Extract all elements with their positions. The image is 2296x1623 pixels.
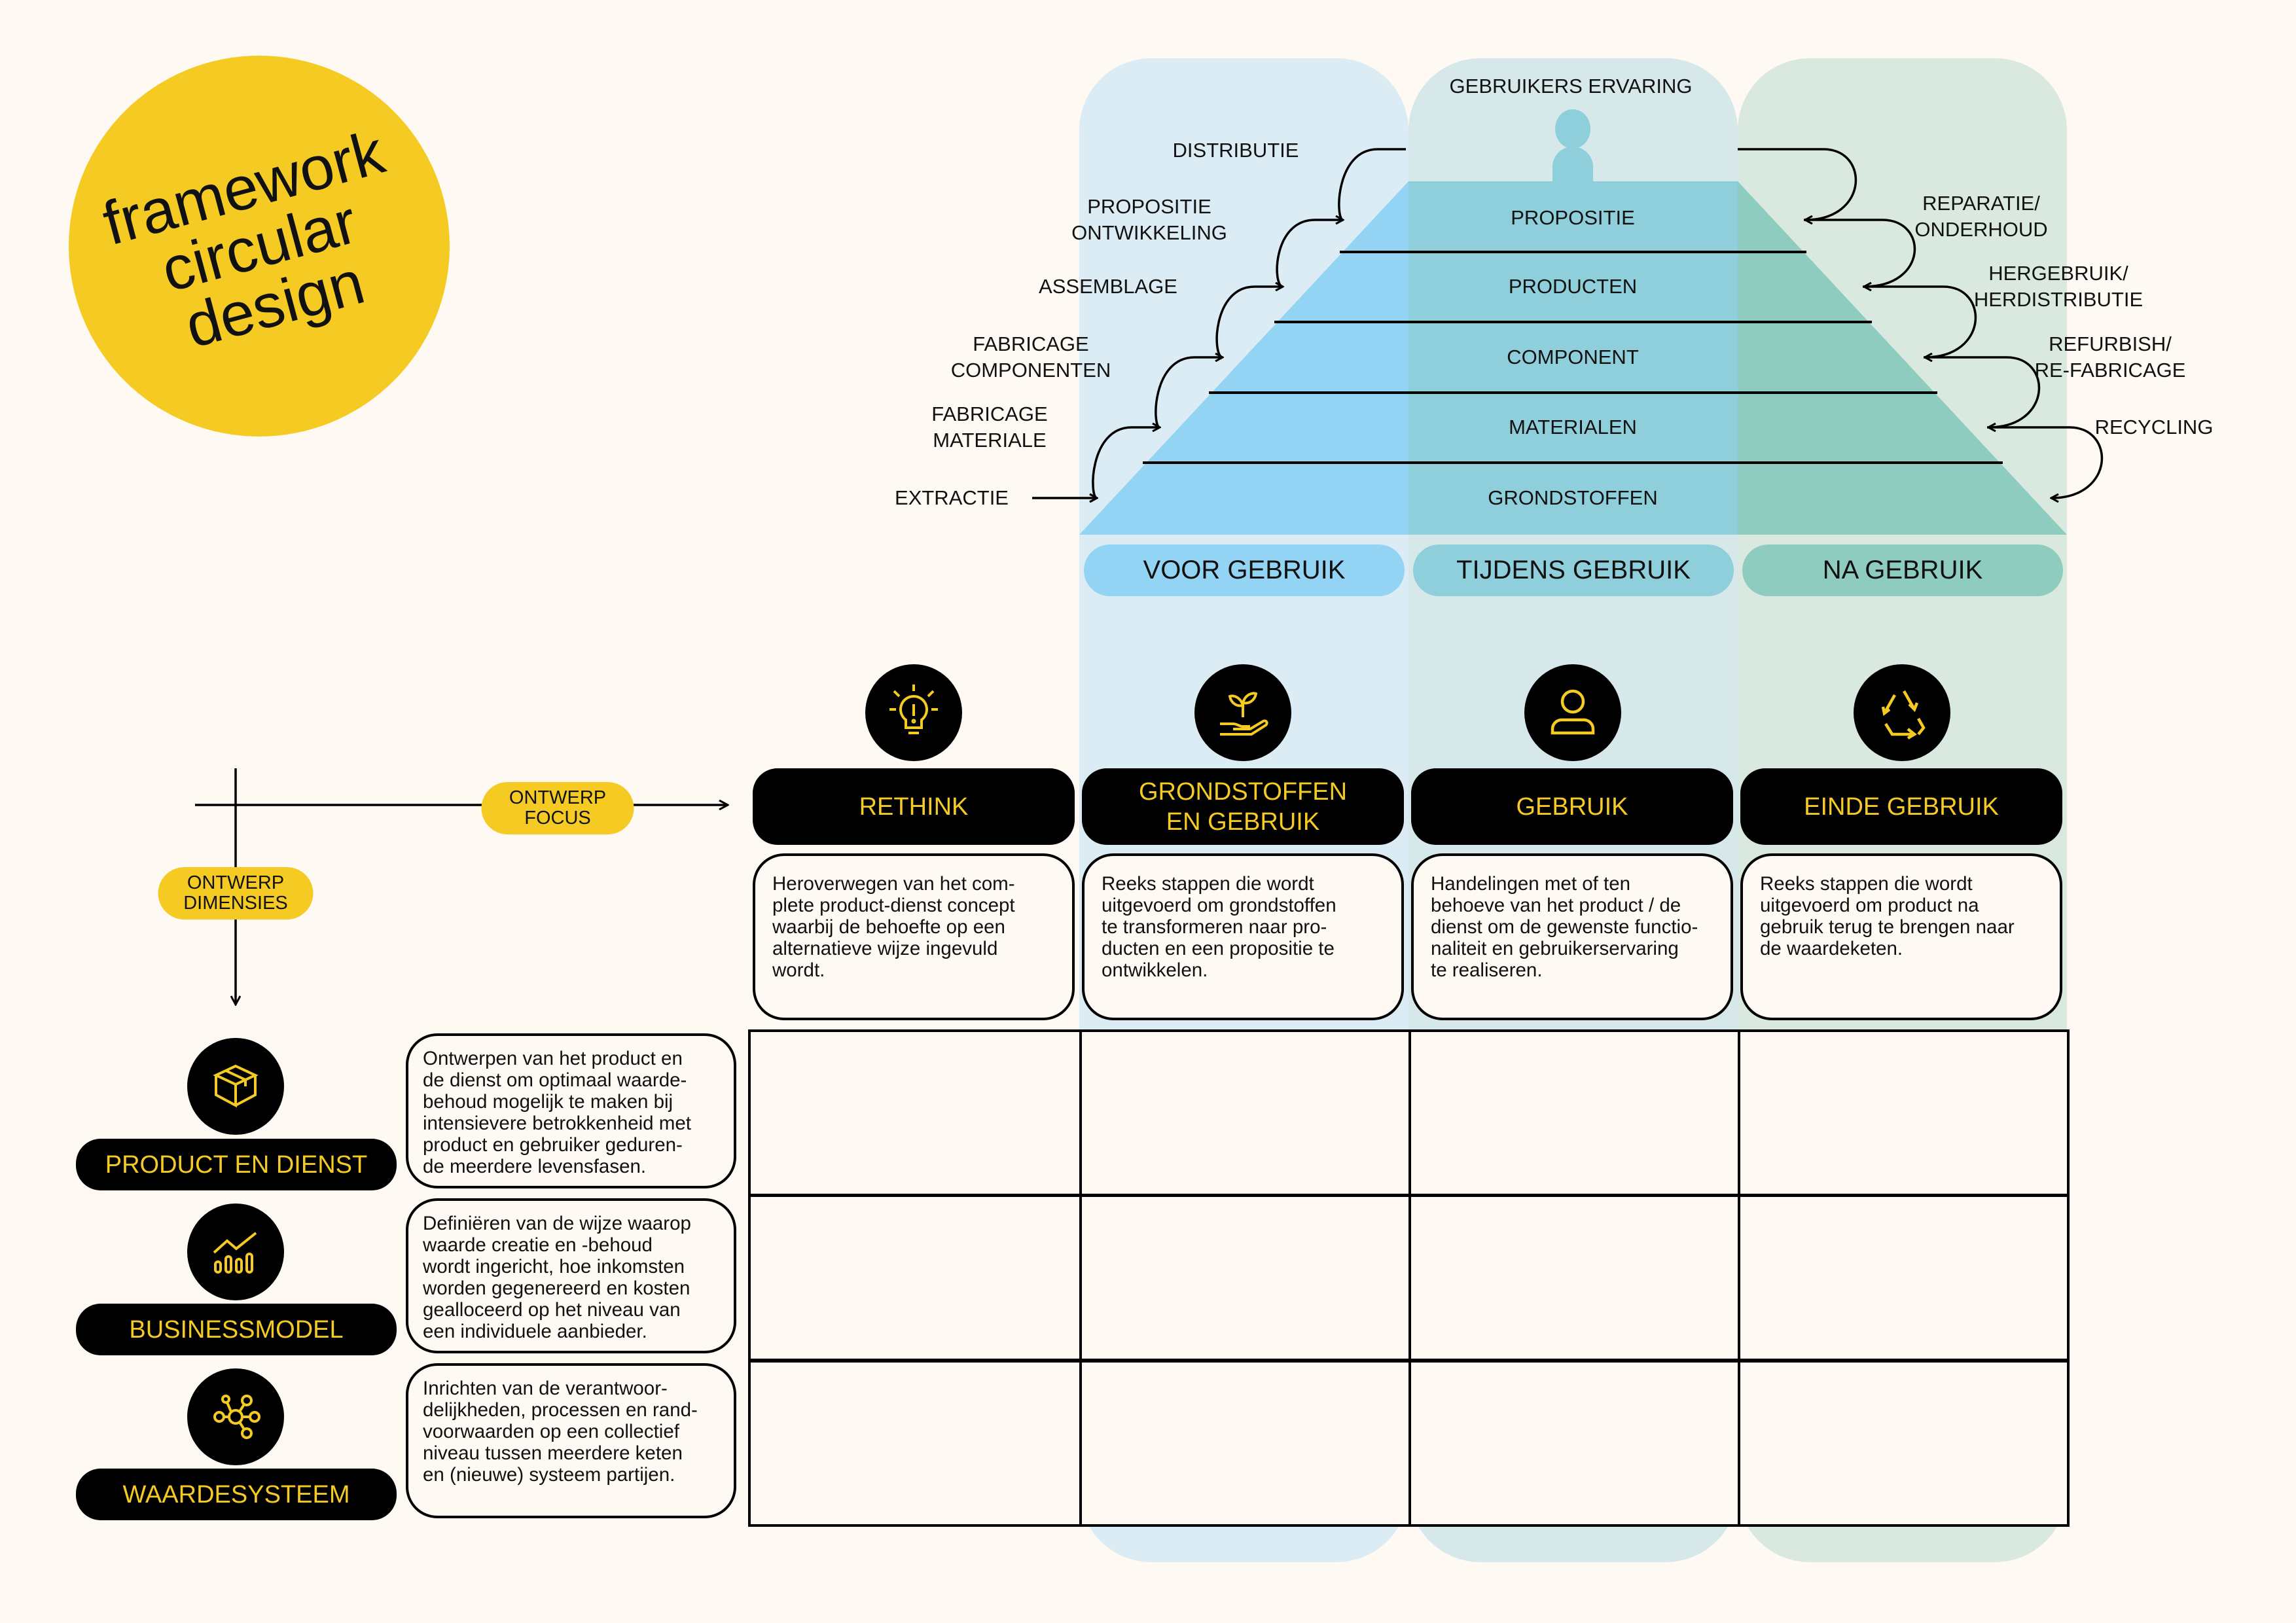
matrix-cell[interactable] — [748, 1194, 1082, 1361]
focus-grondstoffen-en-gebruik: GRONDSTOFFEN EN GEBRUIK — [1082, 768, 1404, 845]
person-icon — [1552, 109, 1593, 181]
layer-component: COMPONENT — [1507, 346, 1639, 368]
flow-arrow-left — [1339, 148, 1406, 220]
flow-arrow-left — [1277, 219, 1343, 287]
layer-materialen: MATERIALEN — [1509, 416, 1637, 438]
dimension-businessmodel: BUSINESSMODEL — [76, 1304, 397, 1355]
title-badge: framework circular design — [69, 56, 450, 437]
gebruikers-ervaring-label: GEBRUIKERS ERVARING — [1449, 75, 1693, 98]
flow-fabricage-componenten: FABRICAGE COMPONENTEN — [950, 332, 1111, 382]
focus-einde-gebruik: EINDE GEBRUIK — [1740, 768, 2062, 845]
box-icon — [187, 1038, 284, 1135]
flow-arrow-right — [1804, 219, 1916, 287]
ontwerp-dimensies-pill: ONTWERP DIMENSIES — [158, 867, 314, 919]
pyramid-tijdens — [1408, 181, 1738, 535]
flow-hergebruik: HERGEBRUIK/ HERDISTRIBUTIE — [1973, 262, 2144, 311]
matrix-cell[interactable] — [1079, 1360, 1411, 1527]
flow-reparatie: REPARATIE/ ONDERHOUD — [1914, 192, 2048, 241]
user-icon — [1524, 664, 1621, 761]
matrix-cell[interactable] — [1079, 1194, 1411, 1361]
focus-rethink-description: Heroverwegen van het com- plete product-… — [753, 853, 1075, 1020]
flow-arrow-left — [1217, 285, 1283, 357]
recycle-icon — [1854, 664, 1950, 761]
matrix-cell[interactable] — [1079, 1029, 1411, 1196]
matrix-cell[interactable] — [1738, 1360, 2070, 1527]
ontwerp-focus-pill: ONTWERP FOCUS — [481, 782, 634, 834]
lightbulb-icon — [865, 664, 962, 761]
value-pyramid — [1032, 109, 2104, 535]
flow-arrows — [1032, 148, 2104, 498]
dimension-waardesysteem: WAARDESYSTEEM — [76, 1469, 397, 1520]
flow-distributie: DISTRIBUTIE — [1172, 139, 1299, 162]
matrix-cell[interactable] — [1408, 1029, 1740, 1196]
flow-recycling: RECYCLING — [2094, 416, 2214, 438]
flow-arrow-left — [1156, 356, 1223, 427]
flow-arrow-right — [1924, 356, 2041, 427]
dimension-waardesysteem-description: Inrichten van de verantwoor- delijkheden… — [406, 1363, 736, 1518]
phase-na-gebruik: NA GEBRUIK — [1742, 544, 2063, 596]
flow-fabricage-materiale: FABRICAGE MATERIALE — [931, 402, 1048, 452]
layer-producten: PRODUCTEN — [1508, 275, 1638, 298]
dimension-product-en-dienst: PRODUCT EN DIENST — [76, 1139, 397, 1190]
focus-einde-description: Reeks stappen die wordt uitgevoerd om pr… — [1740, 853, 2062, 1020]
flow-refurbish: REFURBISH/ RE-FABRICAGE — [2034, 332, 2186, 382]
chart-icon — [187, 1204, 284, 1300]
phase-tijdens-gebruik: TIJDENS GEBRUIK — [1413, 544, 1734, 596]
matrix-cell[interactable] — [1738, 1194, 2070, 1361]
flow-propositie-ontwikkeling: PROPOSITIE ONTWIKKELING — [1071, 195, 1227, 244]
matrix-cell[interactable] — [1408, 1194, 1740, 1361]
layer-grondstoffen: GRONDSTOFFEN — [1488, 486, 1658, 509]
flow-arrow-right — [1987, 426, 2104, 498]
flow-extractie: EXTRACTIE — [895, 486, 1009, 509]
matrix-cell[interactable] — [748, 1029, 1082, 1196]
focus-gebruik-description: Handelingen met of ten behoeve van het p… — [1411, 853, 1733, 1020]
matrix-cell[interactable] — [1738, 1029, 2070, 1196]
axis-arrows — [195, 768, 785, 1047]
layer-propositie: PROPOSITIE — [1511, 206, 1635, 229]
flow-assemblage: ASSEMBLAGE — [1039, 275, 1177, 298]
phase-voor-gebruik: VOOR GEBRUIK — [1084, 544, 1405, 596]
dimension-product-description: Ontwerpen van het product en de dienst o… — [406, 1033, 736, 1188]
plant-hand-icon — [1194, 664, 1291, 761]
focus-gebruik: GEBRUIK — [1411, 768, 1733, 845]
matrix-cell[interactable] — [748, 1360, 1082, 1527]
pyramid-layer-lines — [1143, 251, 2003, 464]
network-icon — [187, 1368, 284, 1465]
matrix-cell[interactable] — [1408, 1360, 1740, 1527]
flow-arrow-left — [1093, 426, 1160, 498]
flow-arrow-right — [1738, 148, 1857, 220]
dimension-businessmodel-description: Definiëren van de wijze waarop waarde cr… — [406, 1198, 736, 1353]
focus-rethink: RETHINK — [753, 768, 1075, 845]
flow-arrow-right — [1863, 285, 1977, 357]
focus-grondstoffen-description: Reeks stappen die wordt uitgevoerd om gr… — [1082, 853, 1404, 1020]
